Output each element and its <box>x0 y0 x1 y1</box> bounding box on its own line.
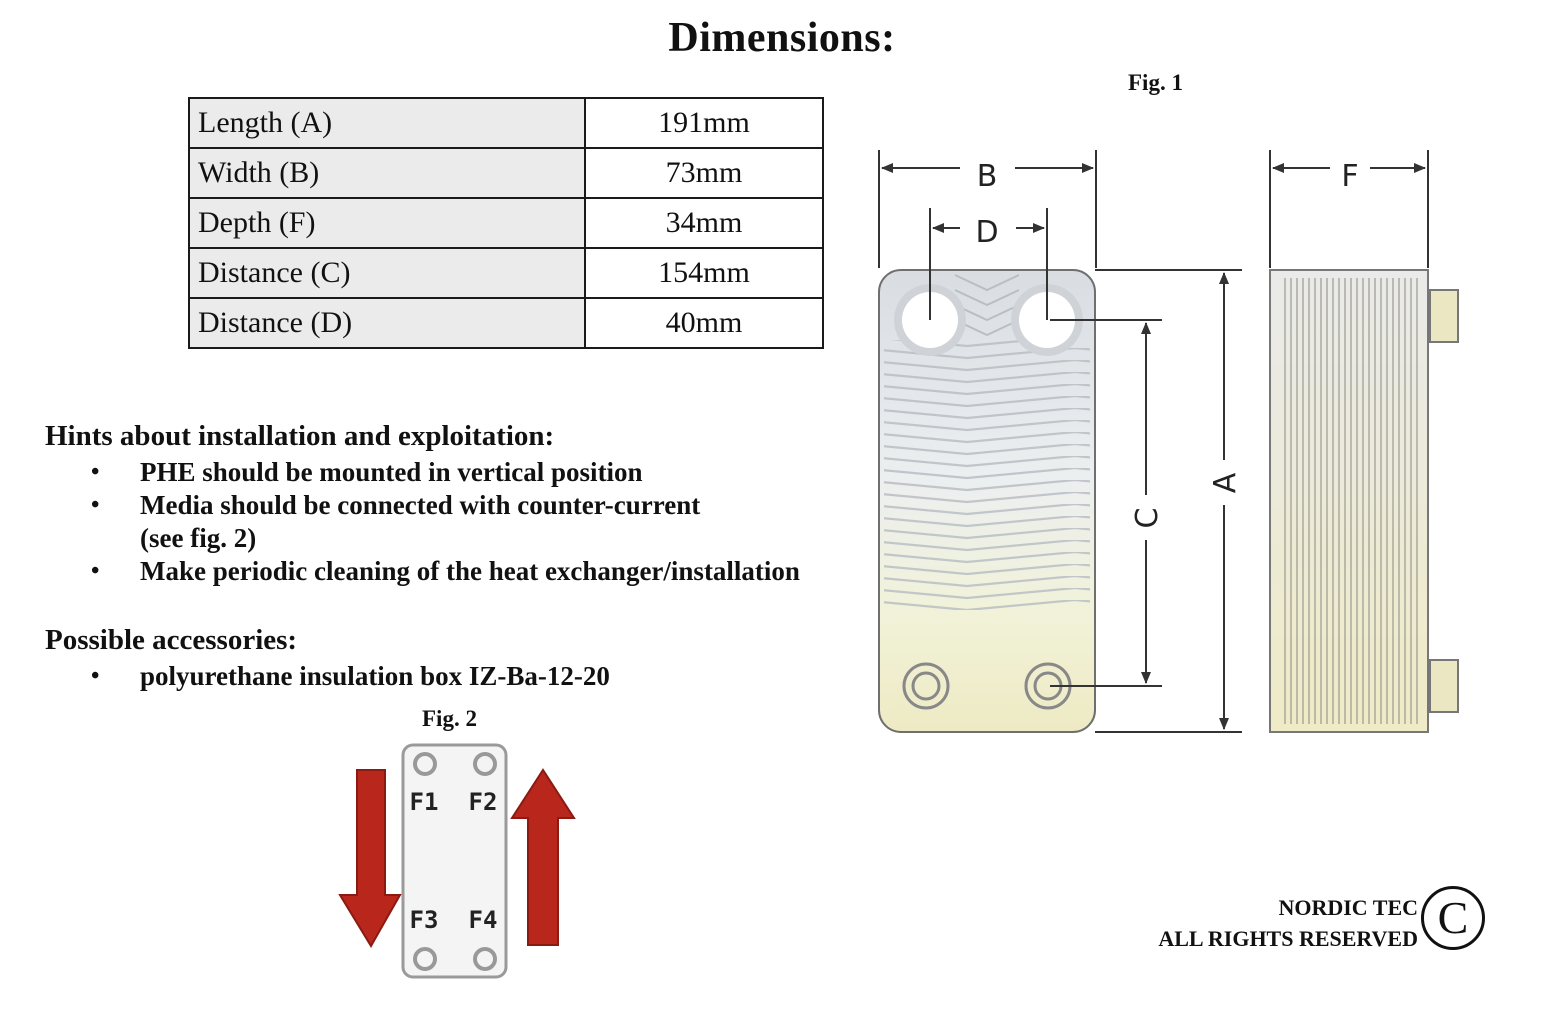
list-item: •PHE should be mounted in vertical posit… <box>91 457 643 487</box>
dimensions-table: Length (A) 191mm Width (B) 73mm Depth (F… <box>188 97 824 349</box>
down-arrow-icon <box>338 769 402 948</box>
dimension-arrowheads <box>881 163 1426 730</box>
bullet-icon: • <box>91 459 100 485</box>
port-label-f2: F2 <box>469 788 498 816</box>
dimension-label: Distance (D) <box>188 297 586 349</box>
list-item: •Media should be connected with counter-… <box>91 490 701 553</box>
rights-text: ALL RIGHTS RESERVED <box>1158 926 1418 951</box>
fig2-label: Fig. 2 <box>422 706 477 731</box>
port-label-f3: F3 <box>410 906 439 934</box>
plate-front-view <box>878 269 1096 733</box>
bullet-icon: • <box>91 663 100 689</box>
port-icon <box>473 947 497 971</box>
table-row: Length (A) 191mm <box>188 97 824 149</box>
hints-heading: Hints about installation and exploitatio… <box>45 420 555 452</box>
hints-list: •PHE should be mounted in vertical posit… <box>88 456 800 588</box>
dimension-label: Distance (C) <box>188 247 586 299</box>
company-name: NORDIC TEC <box>1278 895 1418 920</box>
dim-label-b: B <box>977 159 998 194</box>
port-icon <box>902 662 950 710</box>
table-row: Width (B) 73mm <box>188 147 824 199</box>
dimension-value: 73mm <box>584 147 824 199</box>
bullet-icon: • <box>91 558 100 584</box>
port-label-f4: F4 <box>469 906 498 934</box>
fig1-label: Fig. 1 <box>1128 70 1183 95</box>
port-icon <box>413 947 437 971</box>
dimension-value: 34mm <box>584 197 824 249</box>
copyright-notice: NORDIC TEC ALL RIGHTS RESERVED <box>1158 892 1418 954</box>
dim-label-f: F <box>1341 159 1358 194</box>
dimension-label: Depth (F) <box>188 197 586 249</box>
dimension-value: 191mm <box>584 97 824 149</box>
dimension-label: Width (B) <box>188 147 586 199</box>
page-title: Dimensions: <box>668 15 896 61</box>
dimension-value: 40mm <box>584 297 824 349</box>
dimension-lines <box>878 150 1429 733</box>
dim-label-c: C <box>1130 508 1165 529</box>
table-row: Distance (D) 40mm <box>188 297 824 349</box>
dim-label-d: D <box>975 215 998 250</box>
dimension-value: 154mm <box>584 247 824 299</box>
dim-label-a: A <box>1208 472 1243 493</box>
table-row: Distance (C) 154mm <box>188 247 824 299</box>
list-item: •polyurethane insulation box IZ-Ba-12-20 <box>91 661 610 691</box>
accessories-list: •polyurethane insulation box IZ-Ba-12-20 <box>88 660 610 693</box>
accessories-heading: Possible accessories: <box>45 624 298 656</box>
list-item: •Make periodic cleaning of the heat exch… <box>91 556 800 586</box>
up-arrow-icon <box>510 768 576 946</box>
copyright-icon: C <box>1421 886 1485 950</box>
port-icon <box>413 752 437 776</box>
table-row: Depth (F) 34mm <box>188 197 824 249</box>
plate-side-view <box>1269 269 1459 733</box>
port-icon <box>473 752 497 776</box>
dimension-label: Length (A) <box>188 97 586 149</box>
port-label-f1: F1 <box>410 788 439 816</box>
fig2-diagram: F1 F2 F3 F4 <box>338 743 576 979</box>
bullet-icon: • <box>91 492 100 518</box>
